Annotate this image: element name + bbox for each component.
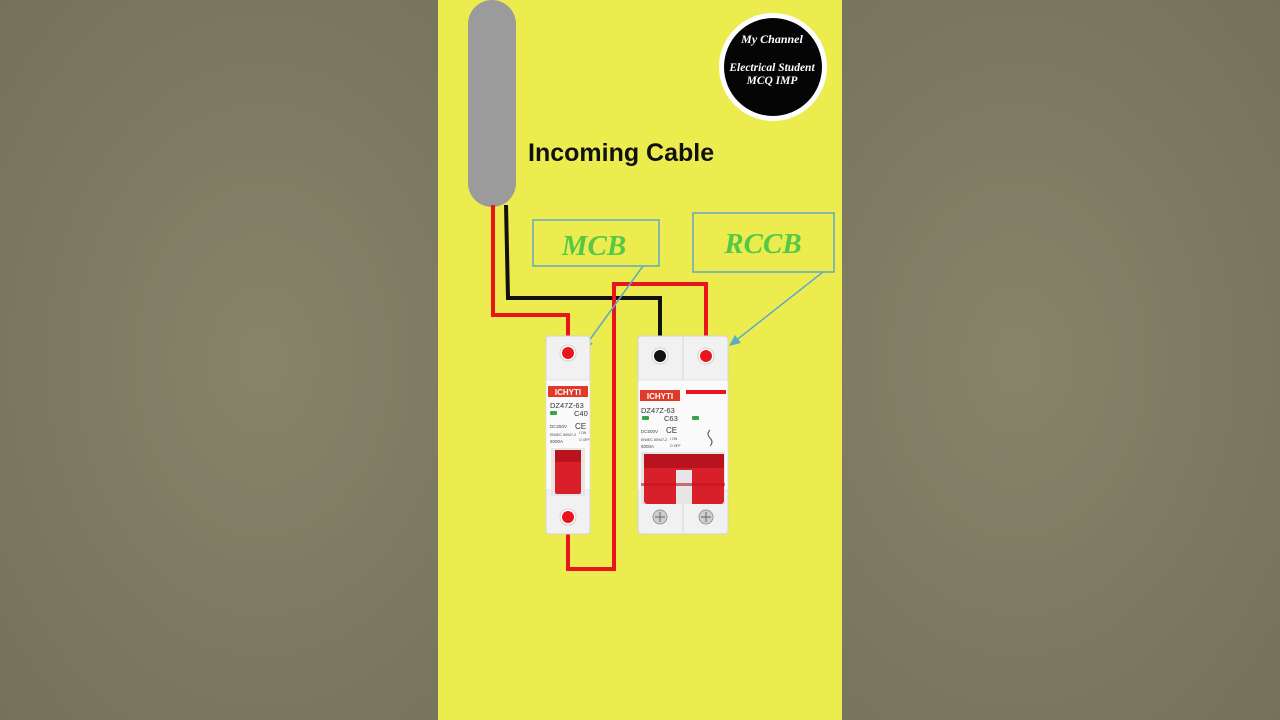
incoming-cable-title: Incoming Cable [528, 139, 714, 167]
rccb-off-label: O OFF [670, 444, 681, 448]
wiring-diagram: Incoming Cable MCB RCCB ICHYTI DZ47Z-63 … [468, 0, 835, 571]
mcb-brand: ICHYTI [555, 388, 581, 397]
mcb-spec1: DC250V [550, 424, 567, 429]
mcb-brand-plate [548, 386, 588, 397]
wire-red-to-mcb [491, 205, 570, 352]
rccb-spec1: DC500V [641, 429, 658, 434]
mcb-label: MCB [561, 230, 626, 262]
svg-text:CE: CE [575, 422, 586, 431]
rccb-on-label: I ON [670, 437, 678, 441]
rccb-symbol [707, 429, 713, 447]
rccb-brand: ICHYTI [647, 392, 673, 401]
rccb-label: RCCB [723, 228, 801, 260]
rccb-pointer-arrow [729, 335, 741, 346]
badge-line3: MCQ IMP [746, 75, 799, 87]
rccb-spec3: 6000A [641, 444, 654, 449]
rccb-pointer-line [733, 271, 824, 343]
mcb-model: DZ47Z-63 [550, 401, 584, 410]
mcb-device: ICHYTI DZ47Z-63 C40 DC250V CE EN/IEC 609… [545, 335, 591, 535]
wire-black-neutral [504, 204, 662, 352]
rccb-model: DZ47Z-63 [641, 406, 675, 415]
background-left [0, 0, 438, 720]
mcb-pointer-line [585, 265, 644, 346]
mcb-spec2: EN/IEC 60947-2 [550, 433, 576, 437]
rccb-spec2: EN/IEC 60947-2 [641, 438, 667, 442]
mcb-off-label: O OFF [579, 438, 590, 442]
mcb-on-label: I ON [579, 431, 587, 435]
svg-text:CE: CE [666, 426, 677, 435]
badge-line2: Electrical Student [728, 62, 815, 74]
rccb-device: ICHYTI DZ47Z-63 C63 CE DC500V EN/IEC 609… [637, 335, 729, 535]
mcb-label-box [532, 219, 660, 267]
incoming-cable [468, 0, 516, 207]
rccb-rating: C63 [664, 414, 678, 423]
channel-badge: My Channel Electrical Student MCQ IMP [719, 13, 827, 121]
badge-line1: My Channel [740, 32, 803, 46]
wire-red-mcb-to-rccb [566, 282, 708, 571]
diagram-panel: Incoming Cable MCB RCCB ICHYTI DZ47Z-63 … [438, 0, 842, 720]
mcb-rating: C40 [574, 409, 588, 418]
rccb-label-box [692, 212, 835, 273]
rccb-brand-plate [640, 390, 680, 401]
mcb-spec3: 6000A [550, 439, 563, 444]
background-right [842, 0, 1280, 720]
